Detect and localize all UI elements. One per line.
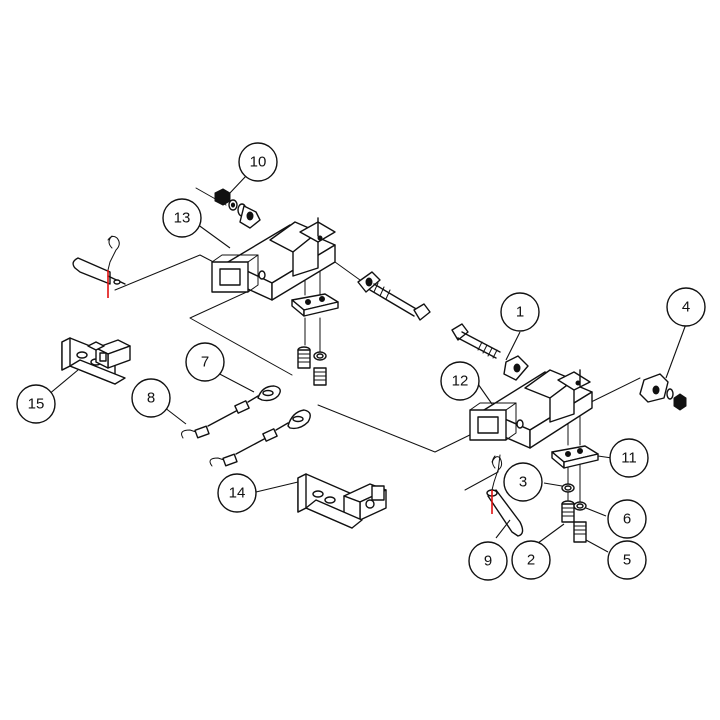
svg-text:9: 9 xyxy=(484,553,492,570)
callout-9: 9 xyxy=(468,541,508,581)
right-spacer-plate-4 xyxy=(639,373,687,411)
callout-6: 6 xyxy=(607,499,647,539)
callout-4: 4 xyxy=(666,287,706,327)
left-bolts xyxy=(297,346,327,386)
nut-washer-top-left xyxy=(214,188,261,229)
svg-text:12: 12 xyxy=(452,373,469,390)
callout-12: 12 xyxy=(440,361,480,401)
svg-text:7: 7 xyxy=(201,354,209,371)
svg-text:13: 13 xyxy=(174,210,191,227)
callout-15: 15 xyxy=(16,384,56,424)
svg-text:4: 4 xyxy=(682,299,690,316)
svg-text:14: 14 xyxy=(229,485,246,502)
left-mount-plate xyxy=(291,293,339,317)
left-bracket-15 xyxy=(61,337,131,385)
long-bolt-left xyxy=(357,271,431,321)
long-bolt-right xyxy=(451,323,529,381)
lower-bracket-14 xyxy=(297,473,387,529)
svg-text:8: 8 xyxy=(147,390,155,407)
callout-3: 3 xyxy=(503,462,543,502)
callout-11: 11 xyxy=(609,438,649,478)
callout-8: 8 xyxy=(131,378,171,418)
hitch-pin-right xyxy=(486,455,524,537)
svg-text:15: 15 xyxy=(28,396,45,413)
left-receiver-hitch xyxy=(211,217,336,301)
right-mount-plate xyxy=(551,445,599,469)
svg-text:11: 11 xyxy=(621,450,637,467)
safety-cable-upper xyxy=(181,385,281,439)
callout-10: 10 xyxy=(238,142,278,182)
callout-13: 13 xyxy=(162,198,202,238)
callout-2: 2 xyxy=(511,540,551,580)
hitch-pin-left xyxy=(72,235,126,298)
callout-14: 14 xyxy=(217,473,257,513)
callout-5: 5 xyxy=(607,540,647,580)
callout-1: 1 xyxy=(500,292,540,332)
callout-7: 7 xyxy=(185,342,225,382)
svg-text:10: 10 xyxy=(250,154,267,171)
svg-text:6: 6 xyxy=(623,511,631,528)
safety-cable-lower xyxy=(209,409,311,467)
right-receiver-hitch xyxy=(469,369,593,449)
right-bolts xyxy=(561,483,587,543)
svg-text:1: 1 xyxy=(516,304,524,321)
svg-text:2: 2 xyxy=(527,552,535,569)
svg-text:3: 3 xyxy=(519,474,527,491)
svg-text:5: 5 xyxy=(623,552,631,569)
